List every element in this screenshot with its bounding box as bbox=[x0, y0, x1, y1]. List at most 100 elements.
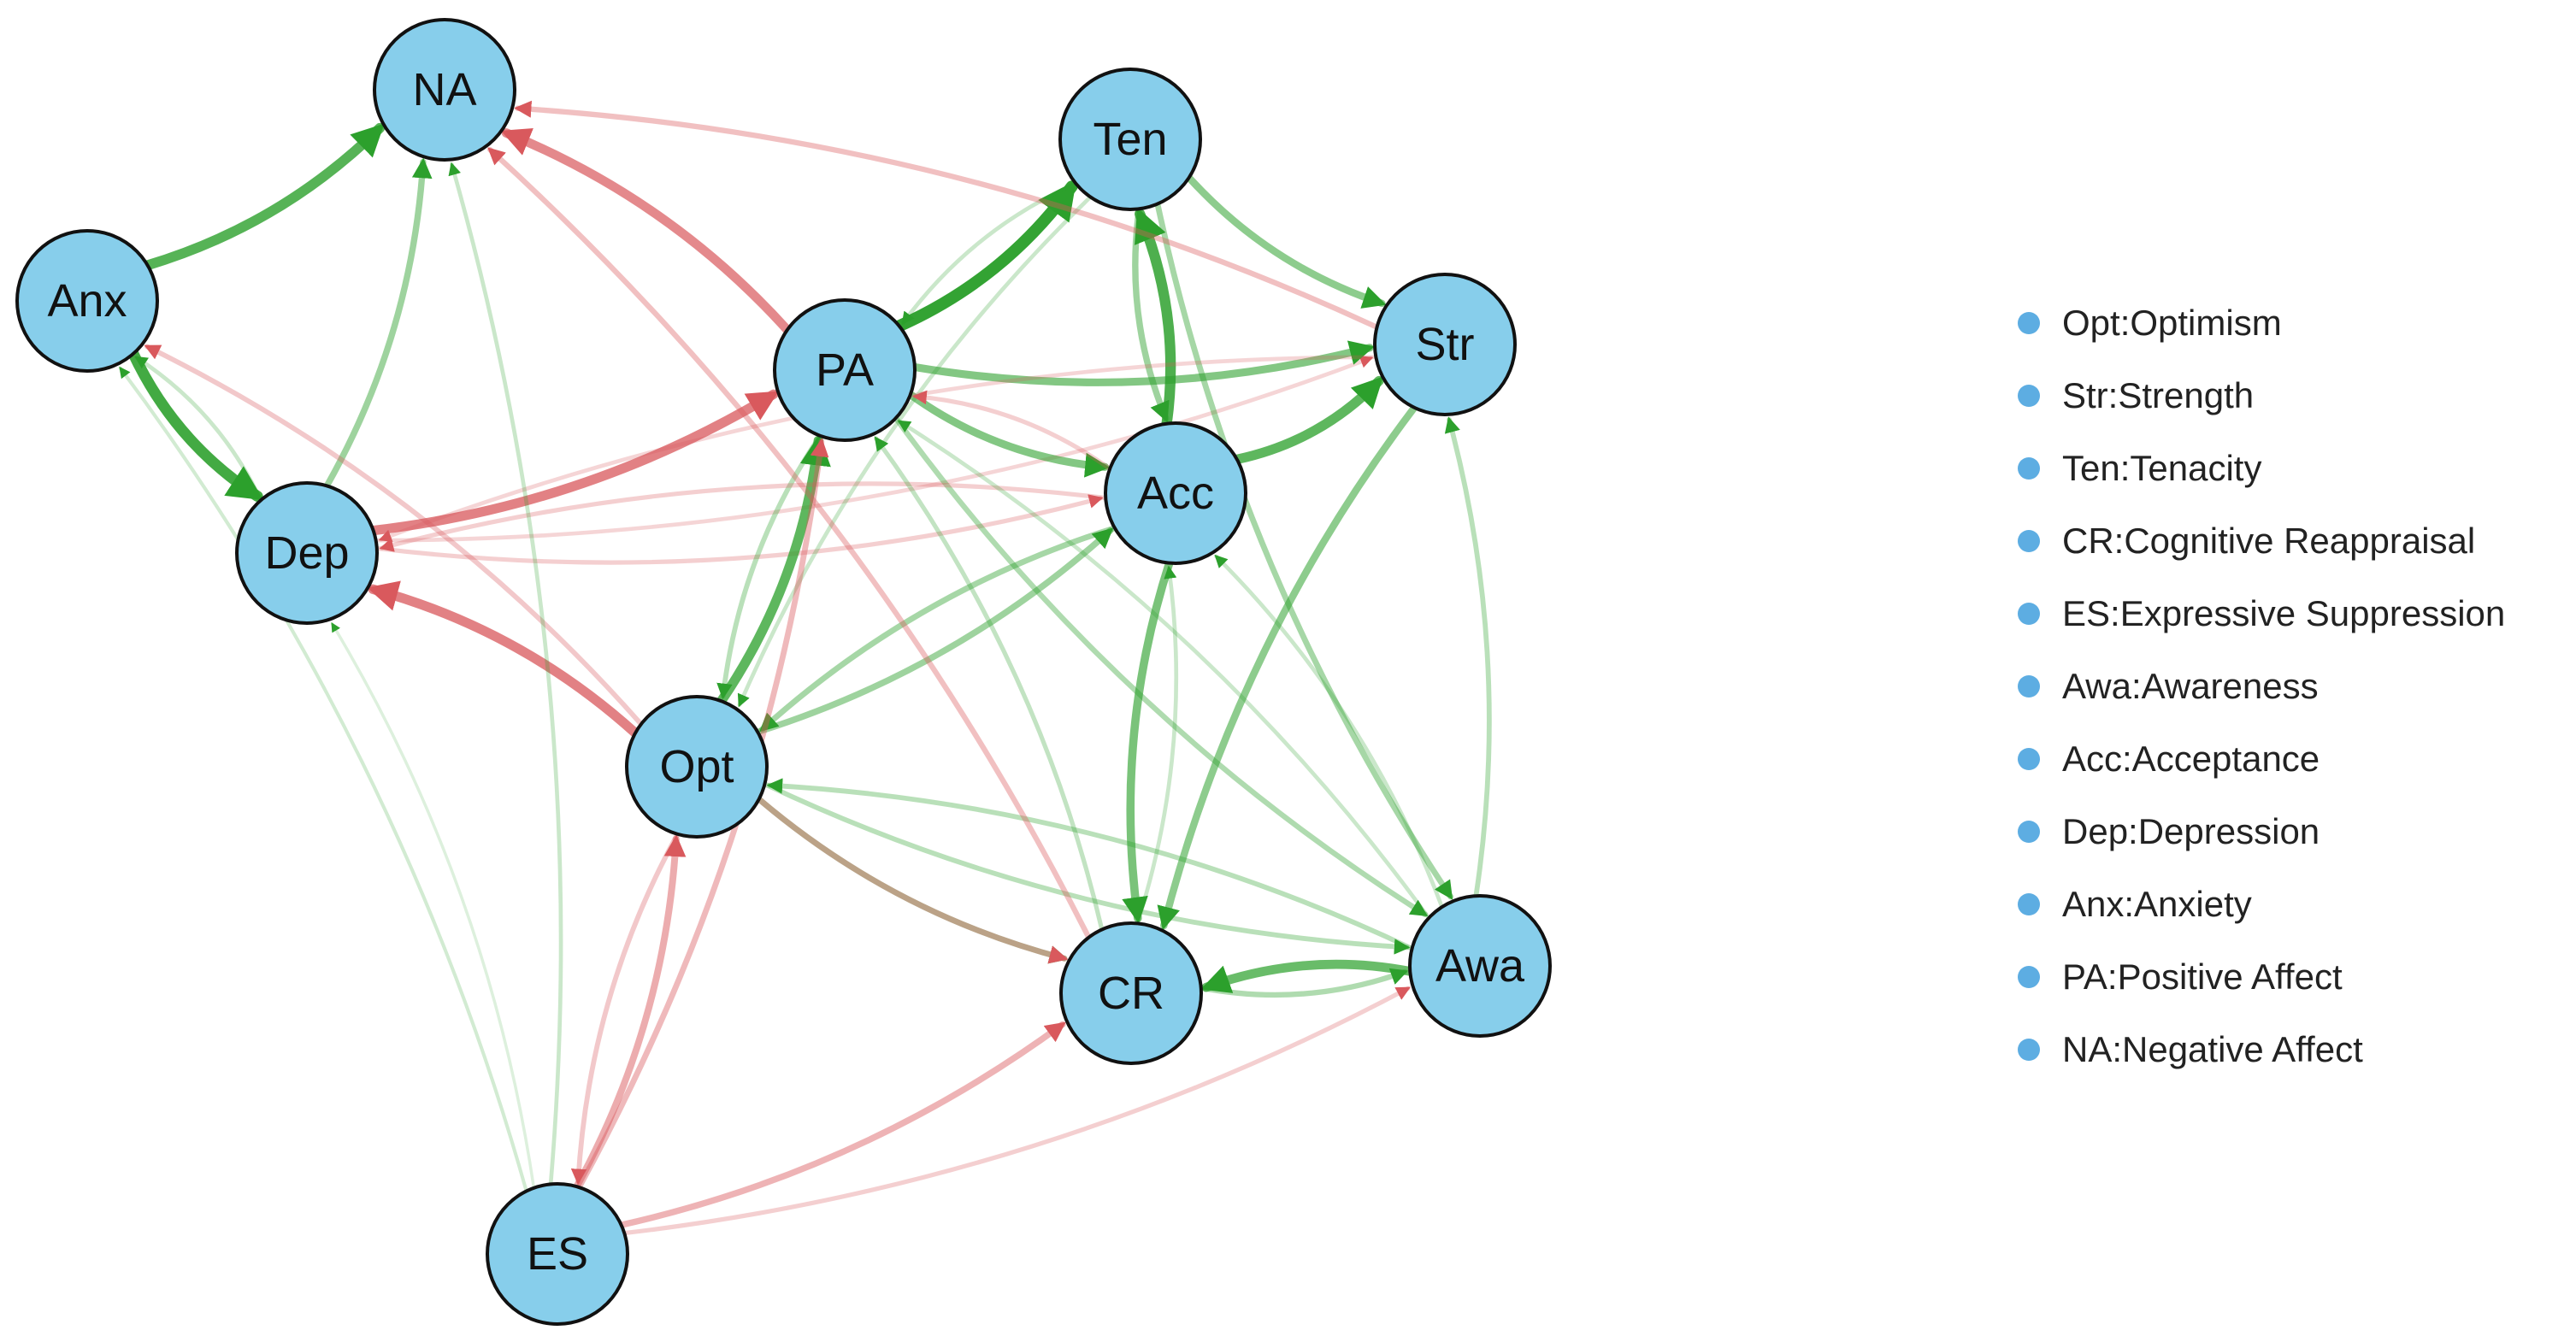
edge-pa-acc bbox=[906, 391, 1111, 478]
edge-dep-na bbox=[323, 157, 433, 490]
node-circle bbox=[15, 229, 159, 373]
edge-ten-awa bbox=[1154, 201, 1454, 900]
edge-es-anx bbox=[118, 366, 528, 1193]
node-pa: PA bbox=[773, 298, 917, 442]
edge-acc-dep bbox=[379, 481, 1108, 552]
legend-label: Awa:Awareness bbox=[2062, 665, 2319, 706]
node-label: Dep bbox=[264, 527, 349, 579]
node-cr: CR bbox=[1059, 921, 1203, 1065]
node-label: PA bbox=[816, 344, 874, 396]
edge-es-dep bbox=[330, 621, 536, 1190]
node-anx: Anx bbox=[15, 229, 159, 373]
node-es: ES bbox=[486, 1182, 629, 1326]
edge-es-na bbox=[448, 162, 563, 1186]
edge-pa-str bbox=[911, 340, 1375, 386]
legend-label: Dep:Depression bbox=[2062, 810, 2320, 851]
legend-item-anx: Anx:Anxiety bbox=[2018, 868, 2505, 940]
edge-anx-na bbox=[142, 122, 386, 271]
node-label: Awa bbox=[1435, 940, 1525, 992]
legend-label: Ten:Tenacity bbox=[2062, 447, 2262, 488]
node-circle bbox=[235, 481, 379, 625]
edge-acc-cr bbox=[1122, 558, 1174, 924]
legend-item-cr: CR:Cognitive Reappraisal bbox=[2018, 504, 2505, 577]
node-acc: Acc bbox=[1104, 421, 1247, 565]
edge-awa-pa bbox=[897, 419, 1431, 921]
edge-awa-str bbox=[1444, 416, 1492, 898]
node-circle bbox=[1059, 921, 1203, 1065]
edge-acc-str bbox=[1232, 375, 1384, 465]
edge-opt-pa bbox=[716, 434, 831, 706]
edge-dep-str bbox=[374, 356, 1374, 543]
edge-acc-pa bbox=[912, 390, 1112, 471]
edge-pa-ten bbox=[893, 180, 1078, 333]
node-circle bbox=[1058, 68, 1202, 211]
node-label: Str bbox=[1415, 319, 1474, 370]
legend-dot bbox=[2018, 456, 2040, 480]
node-circle bbox=[1408, 894, 1552, 1038]
node-opt: Opt bbox=[625, 695, 769, 839]
edge-cr-pa bbox=[874, 436, 1105, 933]
edge-opt-es bbox=[570, 831, 681, 1186]
legend-item-awa: Awa:Awareness bbox=[2018, 650, 2505, 722]
edges-layer bbox=[118, 100, 1492, 1236]
node-circle bbox=[373, 18, 516, 162]
legend-dot bbox=[2018, 892, 2040, 915]
edge-pa-opt bbox=[716, 433, 823, 700]
legend-item-dep: Dep:Depression bbox=[2018, 795, 2505, 868]
node-label: Ten bbox=[1093, 114, 1167, 165]
legend-item-es: ES:Expressive Suppression bbox=[2018, 577, 2505, 650]
legend-dot bbox=[2018, 529, 2040, 552]
legend-dot bbox=[2018, 602, 2040, 625]
edge-opt-dep bbox=[367, 580, 640, 739]
node-circle bbox=[1104, 421, 1247, 565]
edge-es-awa bbox=[622, 986, 1411, 1236]
legend-item-str: Str:Strength bbox=[2018, 359, 2505, 432]
edge-awa-acc bbox=[1214, 554, 1444, 909]
edge-opt-cr bbox=[756, 796, 1069, 964]
legend: Opt:Optimism Str:Strength Ten:Tenacity C… bbox=[2018, 286, 2505, 1086]
node-ten: Ten bbox=[1058, 68, 1202, 211]
legend-dot bbox=[2018, 965, 2040, 988]
edge-pa-na bbox=[500, 128, 793, 335]
legend-item-ten: Ten:Tenacity bbox=[2018, 432, 2505, 504]
edge-cr-awa bbox=[1198, 968, 1409, 998]
edge-str-cr bbox=[1157, 403, 1418, 931]
edge-awa-opt bbox=[766, 778, 1415, 951]
node-label: Anx bbox=[47, 275, 127, 327]
node-str: Str bbox=[1373, 273, 1517, 416]
edge-str-na bbox=[514, 100, 1380, 330]
legend-dot bbox=[2018, 384, 2040, 407]
legend-dot bbox=[2018, 1038, 2040, 1061]
edge-ten-str bbox=[1185, 174, 1387, 309]
node-circle bbox=[1373, 273, 1517, 416]
edge-ten-opt bbox=[737, 195, 1093, 708]
edge-cr-acc bbox=[1135, 565, 1179, 926]
legend-item-opt: Opt:Optimism bbox=[2018, 286, 2505, 359]
edge-awa-cr bbox=[1200, 959, 1415, 993]
edge-opt-anx bbox=[144, 344, 644, 727]
legend-dot bbox=[2018, 747, 2040, 770]
edge-acc-ten bbox=[1134, 208, 1176, 429]
legend-label: ES:Expressive Suppression bbox=[2062, 592, 2506, 633]
edge-dep-acc bbox=[374, 494, 1104, 565]
legend-dot bbox=[2018, 674, 2040, 697]
node-label: NA bbox=[412, 64, 476, 115]
edge-acc-opt bbox=[759, 525, 1118, 733]
edge-opt-cr bbox=[756, 796, 1069, 964]
legend-label: CR:Cognitive Reappraisal bbox=[2062, 520, 2476, 561]
node-dep: Dep bbox=[235, 481, 379, 625]
legend-dot bbox=[2018, 311, 2040, 334]
edge-dep-anx bbox=[134, 356, 263, 503]
edge-es-cr bbox=[618, 1021, 1066, 1228]
legend-item-pa: PA:Positive Affect bbox=[2018, 940, 2505, 1013]
node-label: ES bbox=[527, 1228, 588, 1280]
node-awa: Awa bbox=[1408, 894, 1552, 1038]
edge-cr-na bbox=[487, 146, 1092, 940]
legend-label: Str:Strength bbox=[2062, 374, 2255, 415]
edge-opt-acc bbox=[754, 527, 1114, 735]
node-label: Opt bbox=[659, 741, 734, 792]
legend-label: NA:Negative Affect bbox=[2062, 1028, 2363, 1069]
legend-item-na: NA:Negative Affect bbox=[2018, 1013, 2505, 1086]
